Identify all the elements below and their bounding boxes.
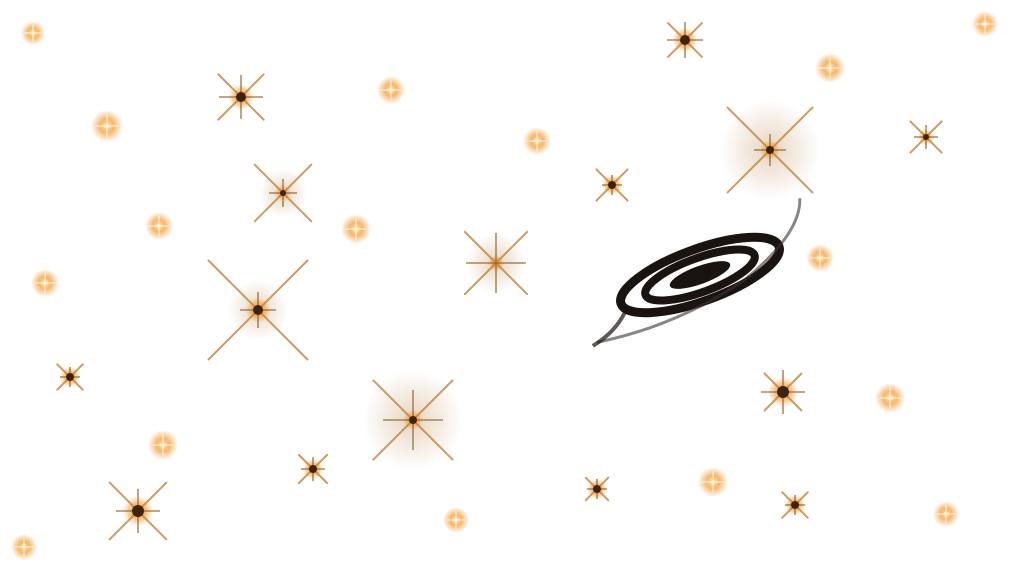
glow-star: [523, 127, 551, 155]
glow-star: [806, 244, 834, 272]
sparkle-star: [781, 491, 809, 519]
sparkle-star: [463, 230, 529, 296]
glow-star: [815, 53, 845, 83]
sparkle-star: [363, 370, 463, 470]
sparkle-star: [761, 370, 805, 414]
glow-star: [972, 11, 998, 37]
glow-star: [875, 383, 905, 413]
glow-star: [698, 467, 728, 497]
sparkle-star: [595, 168, 629, 202]
glow-star: [31, 269, 59, 297]
sparkle-star: [720, 100, 820, 200]
sparkle-star: [584, 476, 610, 502]
glow-star: [933, 501, 959, 527]
sparkle-star: [207, 259, 309, 361]
glow-star: [443, 507, 469, 533]
sparkle-star: [217, 73, 265, 121]
glow-star: [21, 21, 45, 45]
sparkle-star: [56, 363, 84, 391]
sparkle-star: [253, 163, 313, 223]
sparkle-star: [297, 453, 329, 485]
glow-star: [91, 110, 123, 142]
sparkle-star: [108, 481, 168, 541]
spiral-galaxy: [591, 198, 802, 348]
glow-star: [148, 430, 178, 460]
sparkle-star: [667, 22, 703, 58]
glow-star: [11, 534, 37, 560]
glow-star: [377, 76, 405, 104]
sparkle-star: [909, 120, 943, 154]
glow-star: [145, 212, 173, 240]
glow-star: [341, 214, 371, 244]
